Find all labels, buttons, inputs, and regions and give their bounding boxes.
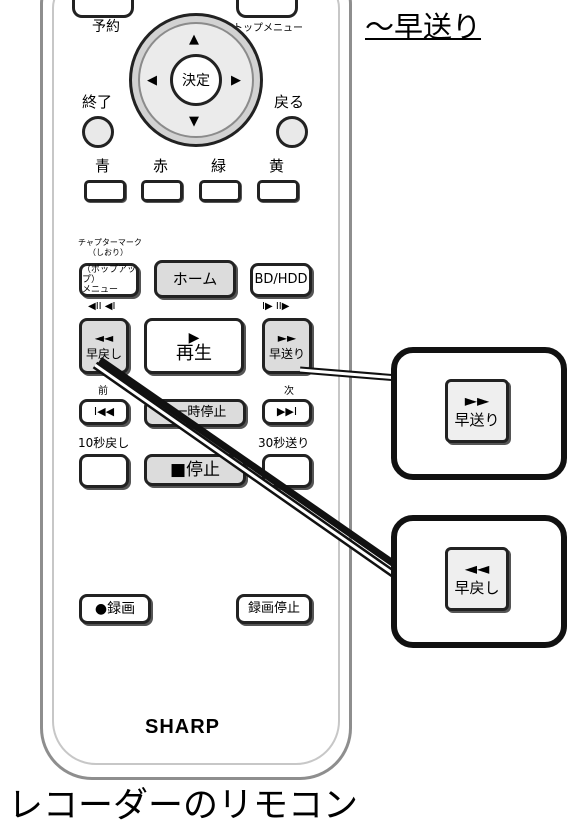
decide-button[interactable]: 決定	[170, 54, 222, 106]
record-button[interactable]: ●録画	[79, 594, 151, 624]
rewind-callout-icon: ◄◄	[464, 559, 490, 578]
bd-hdd-button[interactable]: BD/HDD	[250, 263, 312, 297]
green-button[interactable]	[199, 180, 241, 202]
yellow-label: 黄	[269, 157, 285, 175]
red-button[interactable]	[141, 180, 183, 202]
pause-label: 一時停止	[174, 405, 227, 420]
green-label: 緑	[211, 157, 227, 175]
reservation-button[interactable]	[72, 0, 134, 18]
down-arrow-icon[interactable]: ▼	[189, 114, 199, 129]
skip30-label: 30秒送り	[258, 436, 310, 450]
left-arrow-icon[interactable]: ◀	[147, 73, 157, 88]
page-title: ～早送り	[365, 10, 482, 44]
prev-label: 前	[98, 386, 108, 397]
brand-logo: SHARP	[145, 716, 221, 738]
chapter-mark-label: チャプターマーク	[78, 238, 142, 247]
chapter-sub-label: （しおり）	[88, 248, 128, 257]
chapter-forward-icon: I▶ II▶	[262, 301, 290, 312]
play-label: 再生	[176, 343, 212, 364]
popup-menu-button[interactable]: （ポップアップ） メニュー	[79, 263, 139, 297]
play-icon: ▶	[188, 330, 200, 346]
chapter-back-icon: ◀II ◀I	[88, 301, 116, 312]
up-arrow-icon[interactable]: ▲	[189, 32, 199, 47]
next-button[interactable]: ▶▶I	[262, 399, 312, 425]
fast-forward-callout-label: 早送り	[454, 411, 500, 429]
fast-forward-callout-key: ►► 早送り	[445, 379, 509, 443]
caption: レコーダーのリモコン	[8, 786, 359, 826]
right-arrow-icon[interactable]: ▶	[231, 73, 241, 88]
fast-forward-icon: ►►	[277, 331, 297, 345]
reservation-label: 予約	[92, 19, 120, 35]
back-label: 戻る	[274, 93, 305, 111]
rewind-label: 早戻し	[85, 347, 122, 361]
rewind-button[interactable]: ◄◄ 早戻し	[79, 318, 129, 374]
top-menu-button[interactable]	[236, 0, 298, 18]
end-button[interactable]	[82, 116, 114, 148]
top-menu-label: トップメニュー	[233, 23, 303, 34]
home-button[interactable]: ホーム	[154, 260, 236, 298]
record-stop-button[interactable]: 録画停止	[236, 594, 312, 624]
prev-button[interactable]: I◀◀	[79, 399, 129, 425]
back10-label: 10秒戻し	[78, 436, 130, 450]
end-label: 終了	[82, 93, 113, 111]
play-button[interactable]: ▶ 再生	[144, 318, 244, 374]
blue-button[interactable]	[84, 180, 126, 202]
fast-forward-label: 早送り	[268, 347, 305, 361]
rewind-icon: ◄◄	[94, 331, 114, 345]
rewind-callout-label: 早戻し	[454, 579, 500, 597]
rewind-callout-key: ◄◄ 早戻し	[445, 547, 509, 611]
yellow-button[interactable]	[257, 180, 299, 202]
back-button[interactable]	[276, 116, 308, 148]
next-label: 次	[284, 386, 294, 397]
back10-button[interactable]	[79, 454, 129, 488]
red-label: 赤	[153, 157, 169, 175]
fast-forward-button[interactable]: ►► 早送り	[262, 318, 312, 374]
fast-forward-callout-icon: ►►	[464, 391, 490, 410]
blue-label: 青	[95, 157, 111, 175]
